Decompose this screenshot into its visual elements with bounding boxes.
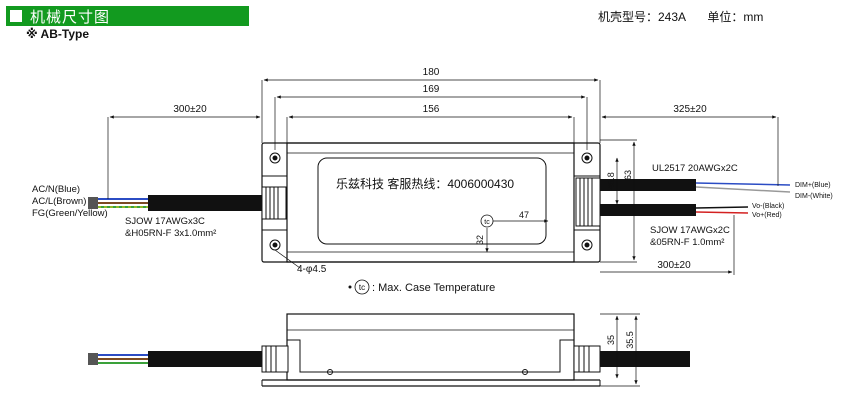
label-dim-minus: DIM-(White) [795,193,833,200]
side-view [261,313,601,387]
dim-35-5: 35.5 [625,331,635,349]
input-cable-spec-1: SJOW 17AWGx3C [125,216,205,227]
dim-47: 47 [519,210,529,220]
dim-156: 156 [423,104,440,115]
case-model: 机壳型号：243A [598,10,687,24]
dim-169: 169 [423,84,440,95]
label-fg: FG(Green/Yellow) [32,208,108,219]
side-body [286,313,575,381]
section-title: 机械尺寸图 [30,8,111,26]
dim-35: 35 [606,335,616,345]
input-cable-spec-2: &H05RN-F 3x1.0mm² [125,228,216,239]
label-vo-plus: Vo+(Red) [752,212,782,219]
tc-legend-icon [354,279,370,295]
dimension-lines-top [107,78,779,275]
side-input-cable [88,351,262,367]
top-view [261,142,601,263]
label-ac-n: AC/N(Blue) [32,184,80,195]
dim-63: 63 [623,170,633,180]
dim-mount-holes: 4-φ4.5 [297,264,327,275]
case-temp-legend: : Max. Case Temperature [372,282,495,294]
ul-cable-spec: UL2517 20AWGx2C [652,163,738,174]
dim-45-8: 45.8 [606,172,616,190]
model-info: 机壳型号：243A 单位：mm [598,8,781,25]
tc-legend-symbol: tc [359,283,365,292]
input-cable [88,195,262,211]
section-header-bar: 机械尺寸图 [6,6,249,26]
output-cable-spec-1: SJOW 17AWGx2C [650,225,730,236]
dim-180: 180 [423,67,440,78]
dim-325-right: 325±20 [673,104,707,115]
dim-32: 32 [475,235,485,245]
output-cables [600,179,791,216]
case-body [286,142,575,263]
tc-point-icon [480,214,494,228]
mount-hole-tl [269,152,281,164]
tc-point-label: tc [484,219,490,226]
label-area [317,157,547,245]
unit-label: 单位：mm [707,10,764,24]
case-label-text: 乐兹科技 客服热线：4006000430 [336,176,514,191]
header-square-icon [10,10,22,22]
type-subtitle: ※ AB-Type [26,27,89,41]
label-dim-plus: DIM+(Blue) [795,182,831,189]
label-ac-l: AC/L(Brown) [32,196,86,207]
mount-hole-tr [581,152,593,164]
label-vo-minus: Vo-(Black) [752,203,784,210]
side-output-cable [600,351,690,367]
output-cable-spec-2: &05RN-F 1.0mm² [650,237,724,248]
dim-300-left: 300±20 [173,104,207,115]
mount-hole-br [581,239,593,251]
dim-300-right: 300±20 [657,260,691,271]
